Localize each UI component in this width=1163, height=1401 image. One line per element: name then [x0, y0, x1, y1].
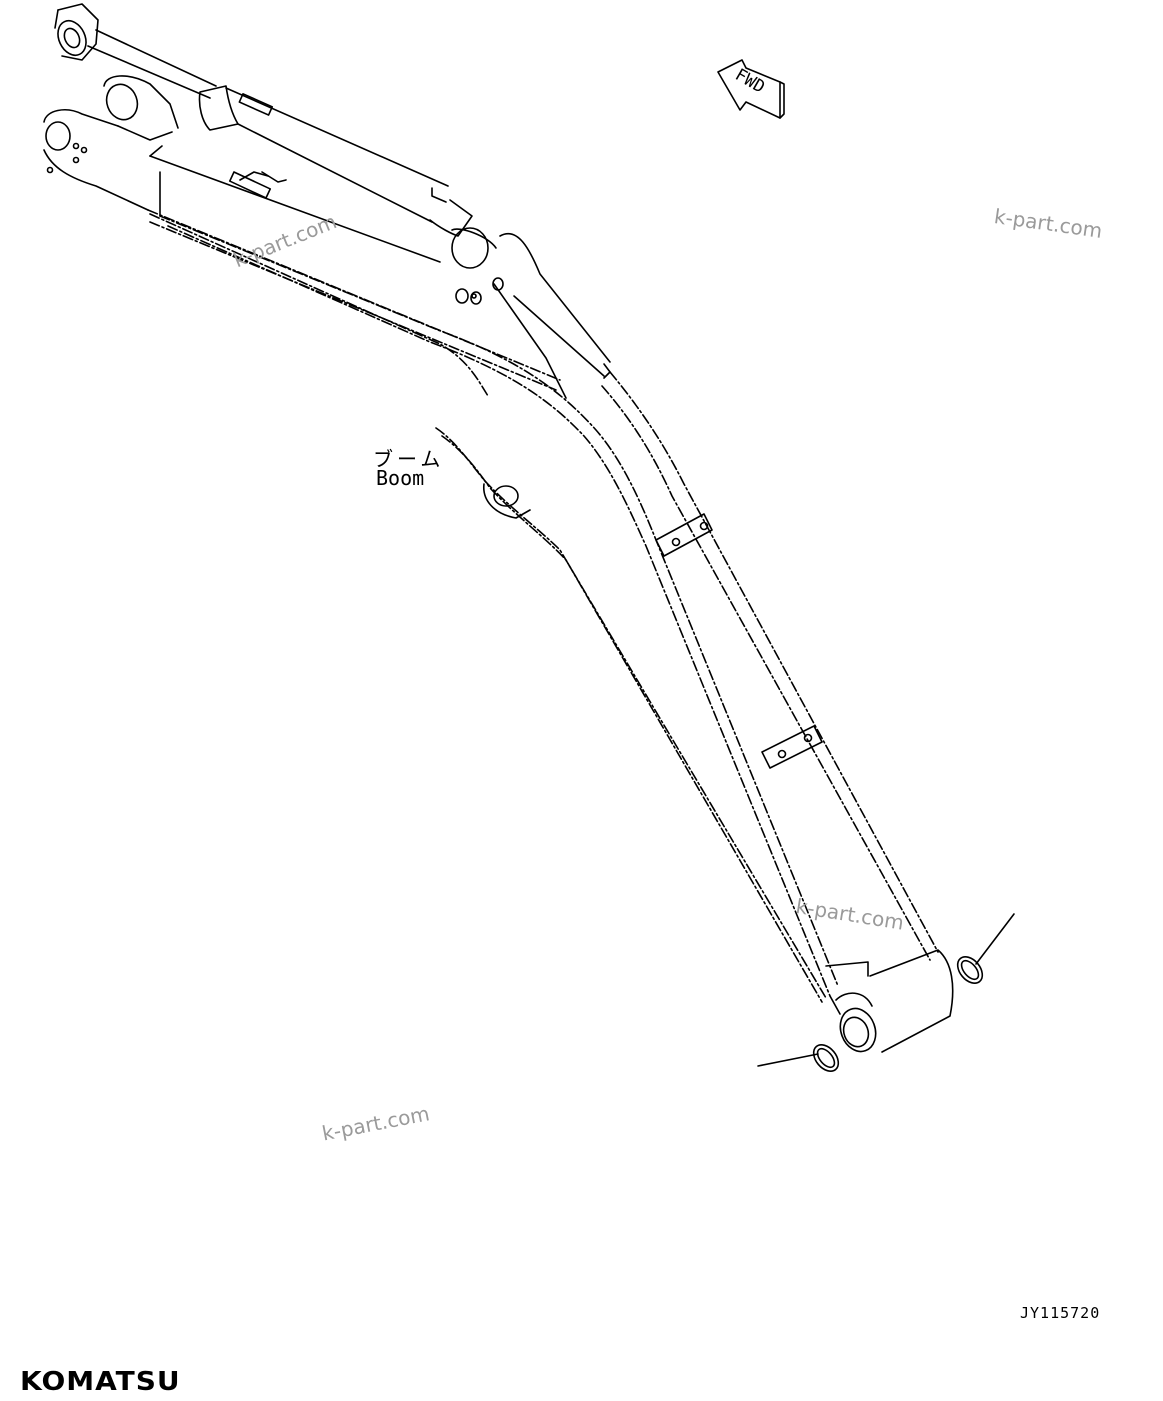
boom-cylinder: [54, 3, 497, 269]
boom-upper-plate: [149, 155, 441, 263]
fwd-arrow-outline: [717, 59, 785, 119]
seal-ring-right: [956, 913, 1015, 984]
cylinder-bracket: [455, 233, 611, 399]
boom-body: [147, 209, 939, 1003]
seal-ring-left: [757, 1044, 840, 1072]
part-name-jp: ブーム: [373, 447, 445, 471]
part-name-en: Boom: [376, 466, 425, 490]
cross-plate-lower: [761, 725, 823, 769]
boom-arm-end: [825, 949, 954, 1053]
brand-logo: KOMATSU: [20, 1366, 181, 1397]
boom-foot: [43, 75, 179, 211]
boom-lower-hole: [483, 483, 531, 519]
drawing-code: JY115720: [1020, 1304, 1101, 1322]
fwd-label: FWD: [732, 65, 769, 98]
cross-plate-upper: [655, 513, 713, 557]
